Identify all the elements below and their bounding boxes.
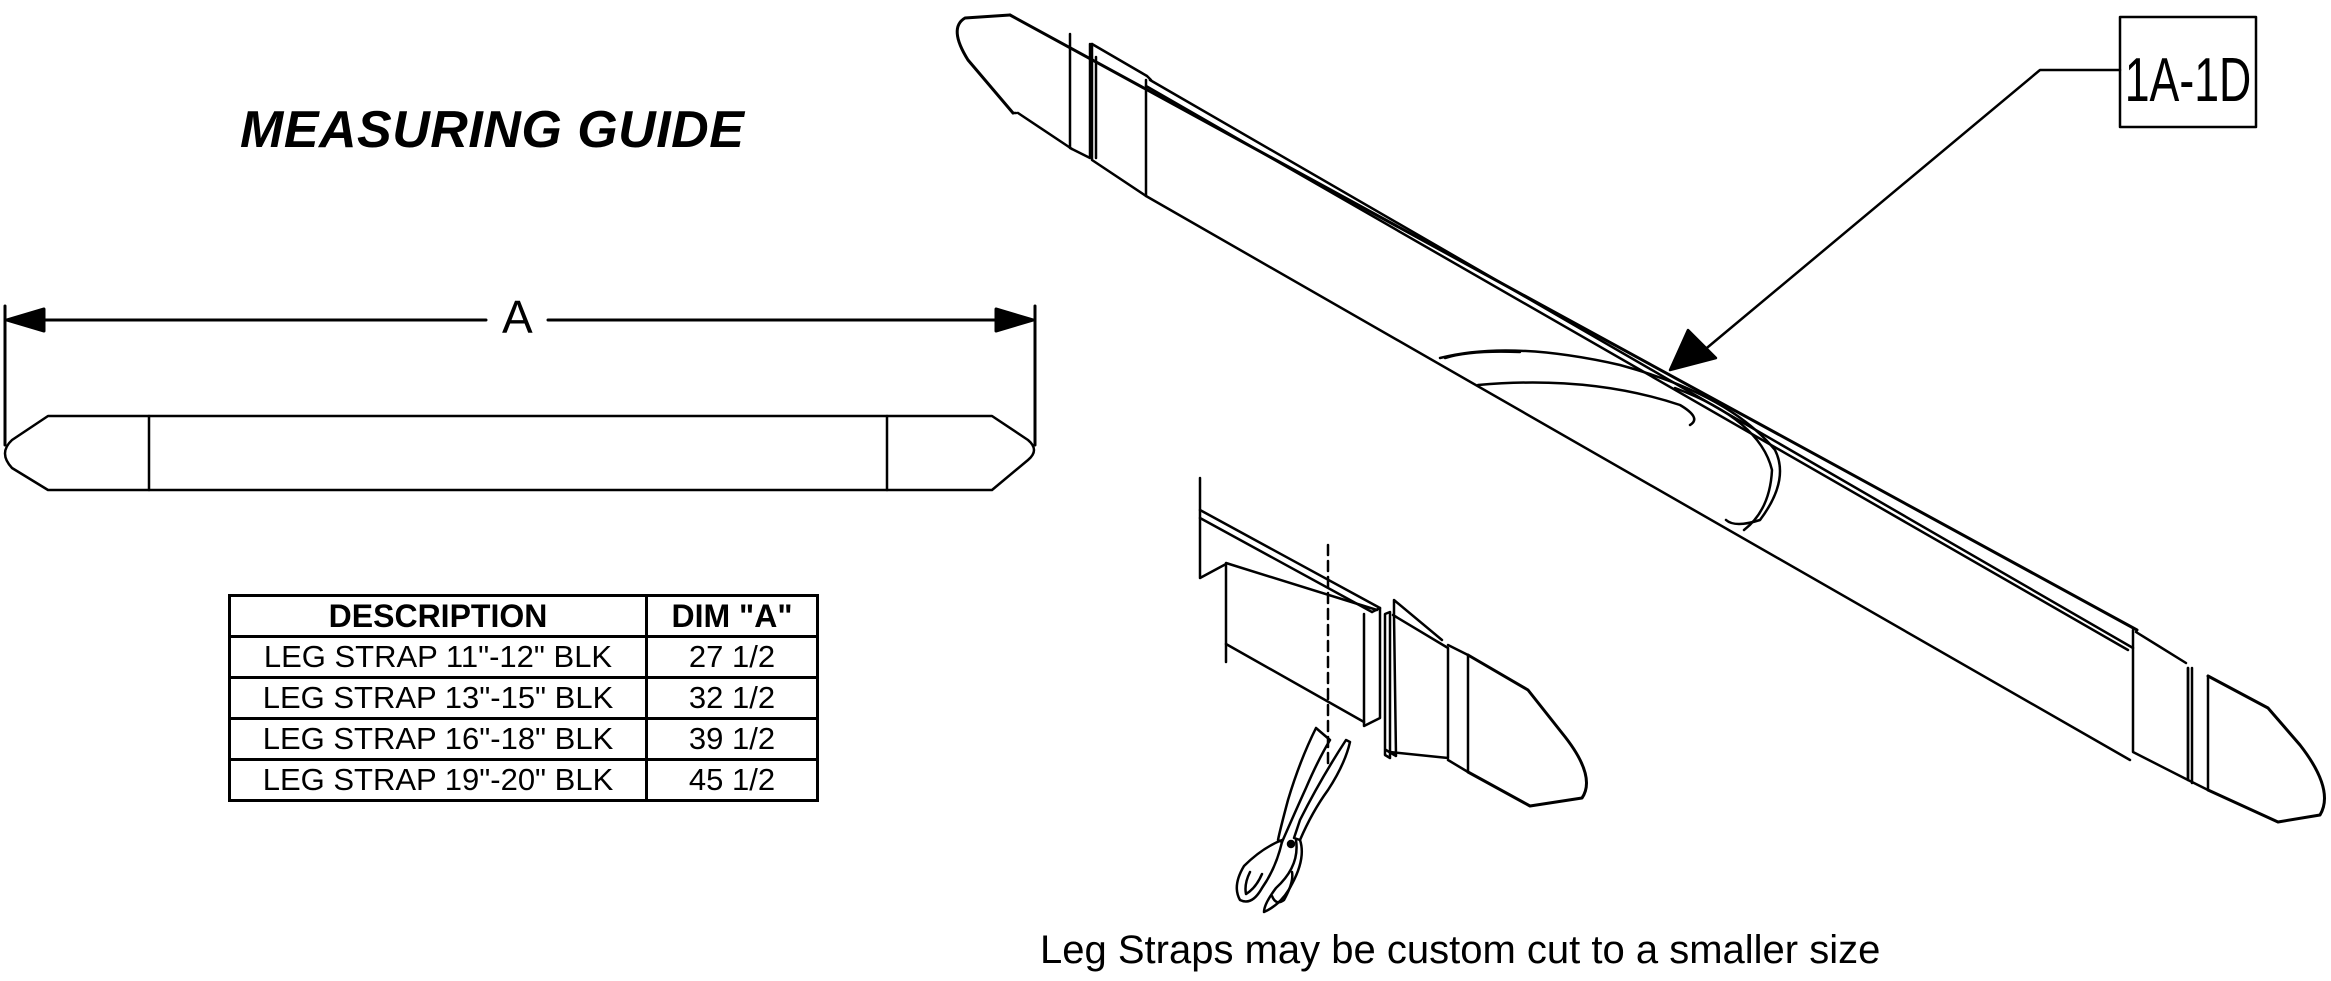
- table-row: LEG STRAP 11"-12" BLK 27 1/2: [228, 635, 819, 679]
- callout-label: 1A-1D: [2124, 46, 2252, 115]
- callout: [1668, 15, 2258, 372]
- cell-description: LEG STRAP 13"-15" BLK: [228, 676, 648, 720]
- dimension-a: [3, 304, 1037, 447]
- column-header-description: DESCRIPTION: [228, 594, 648, 638]
- scissors-icon: [1235, 726, 1352, 914]
- caption-text: Leg Straps may be custom cut to a smalle…: [1040, 928, 1881, 972]
- cell-dim-a: 27 1/2: [645, 635, 819, 679]
- cell-dim-a: 39 1/2: [645, 717, 819, 761]
- cell-description: LEG STRAP 11"-12" BLK: [228, 635, 648, 679]
- measuring-table: DESCRIPTION DIM "A" LEG STRAP 11"-12" BL…: [228, 594, 819, 802]
- cell-dim-a: 45 1/2: [645, 758, 819, 802]
- dimension-label: A: [502, 291, 533, 343]
- table-row: LEG STRAP 19"-20" BLK 45 1/2: [228, 758, 819, 802]
- leader-arrow-icon: [1668, 328, 1718, 372]
- callout-box: [2118, 15, 2258, 129]
- cell-description: LEG STRAP 19"-20" BLK: [228, 758, 648, 802]
- iso-strap: [955, 13, 2326, 824]
- table-row: LEG STRAP 13"-15" BLK 32 1/2: [228, 676, 819, 720]
- dimension-arrow-icon: [5, 307, 46, 333]
- page-title: MEASURING GUIDE: [240, 101, 745, 159]
- dimension-arrow-icon: [994, 307, 1035, 333]
- cell-dim-a: 32 1/2: [645, 676, 819, 720]
- table-header-row: DESCRIPTION DIM "A": [228, 594, 819, 638]
- cut-detail: [1198, 476, 1588, 808]
- column-header-dim-a: DIM "A": [645, 594, 819, 638]
- flat-strap: [3, 414, 1036, 492]
- table-row: LEG STRAP 16"-18" BLK 39 1/2: [228, 717, 819, 761]
- cell-description: LEG STRAP 16"-18" BLK: [228, 717, 648, 761]
